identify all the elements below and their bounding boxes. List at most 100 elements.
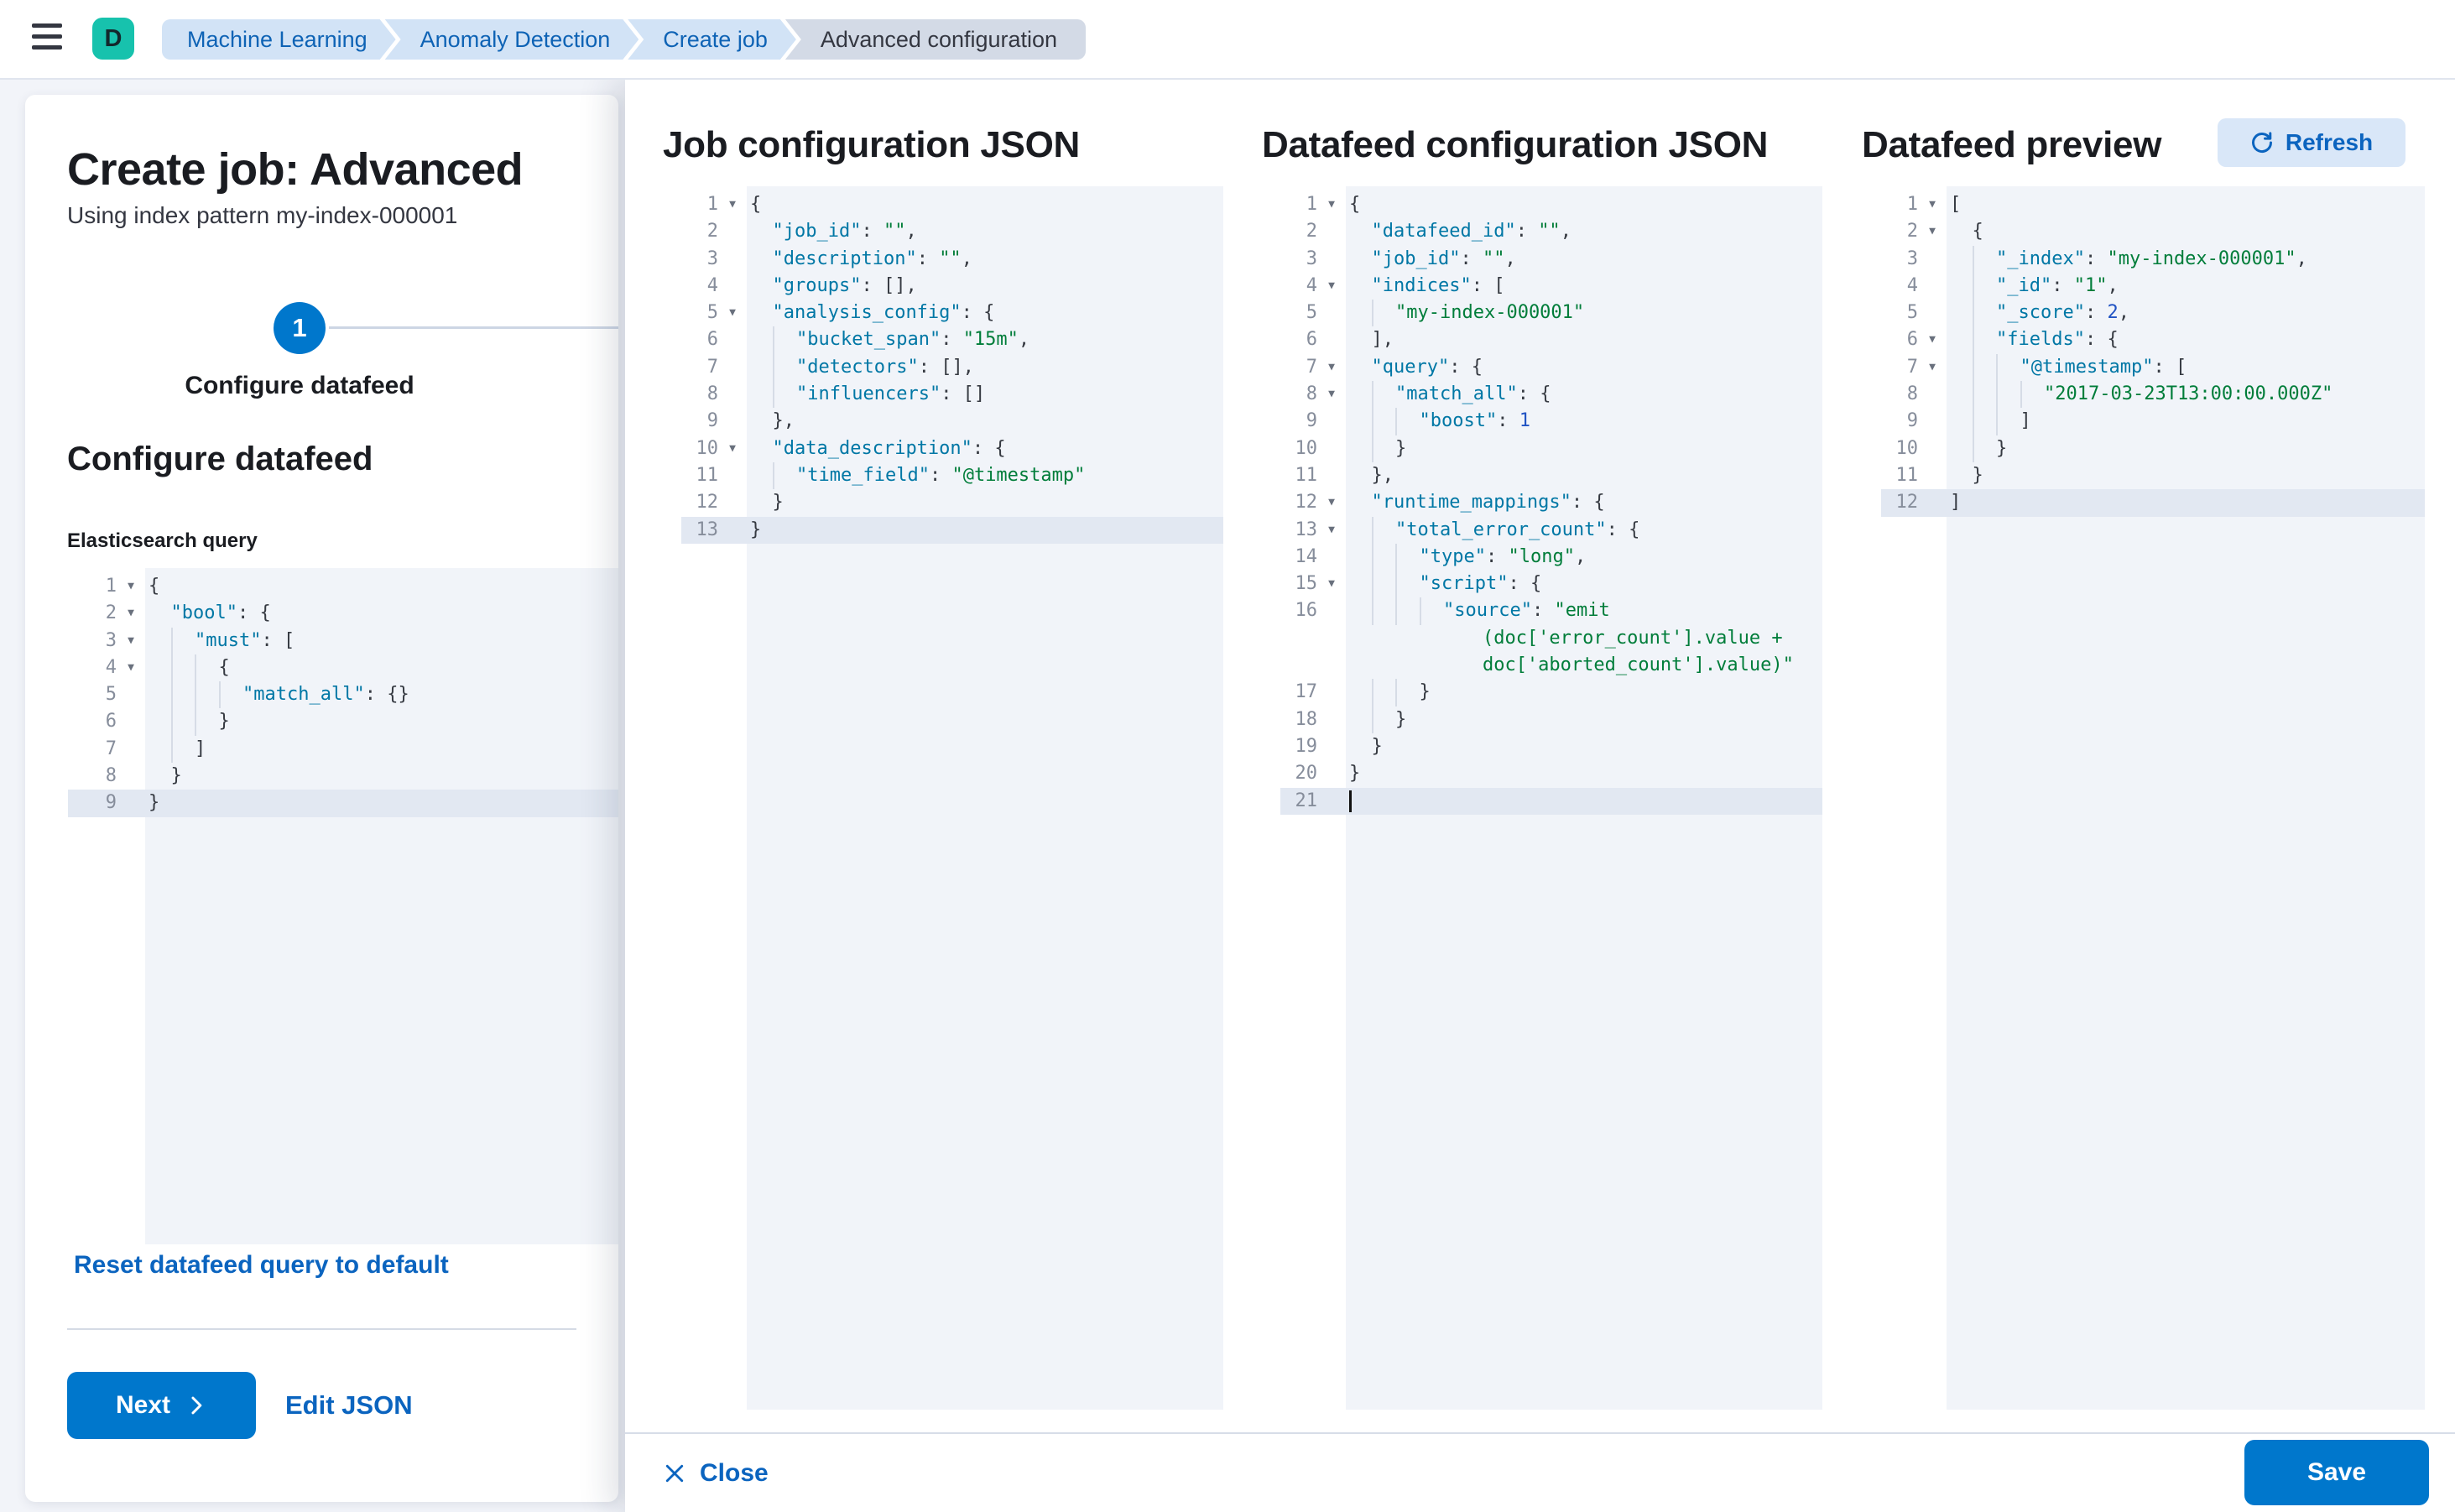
- next-button-label: Next: [115, 1391, 171, 1419]
- code-line[interactable]: 5 "_score": 2,: [1881, 300, 2425, 327]
- reset-datafeed-query-link[interactable]: Reset datafeed query to default: [74, 1251, 449, 1279]
- code-line[interactable]: 10 }: [1881, 435, 2425, 462]
- code-line[interactable]: 19 }: [1280, 733, 1822, 760]
- code-line[interactable]: 5 "match_all": {}: [68, 681, 618, 709]
- code-line[interactable]: 15▼ "script": {: [1280, 571, 1822, 598]
- fold-spacer: [1918, 462, 1947, 489]
- code-line[interactable]: 3 "job_id": "",: [1280, 246, 1822, 273]
- code-line[interactable]: 10 }: [1280, 435, 1822, 462]
- code-line[interactable]: 8▼ "match_all": {: [1280, 381, 1822, 409]
- code-line[interactable]: 2▼ {: [1881, 218, 2425, 245]
- line-number: 16: [1295, 600, 1318, 622]
- code-line[interactable]: 9 "boost": 1: [1280, 408, 1822, 435]
- fold-arrow-icon[interactable]: ▼: [1929, 198, 1936, 211]
- fold-arrow-icon[interactable]: ▼: [1929, 360, 1936, 373]
- code-line[interactable]: 4▼ "indices": [: [1280, 273, 1822, 300]
- fold-spacer: [1317, 462, 1346, 489]
- code-line[interactable]: 21: [1280, 787, 1822, 815]
- code-line[interactable]: 9}: [68, 790, 618, 817]
- code-line[interactable]: 5▼ "analysis_config": {: [681, 300, 1223, 326]
- edit-json-button[interactable]: Edit JSON: [285, 1390, 413, 1420]
- code-line[interactable]: 6▼ "fields": {: [1881, 326, 2425, 354]
- code-line[interactable]: 12 }: [681, 489, 1223, 516]
- fold-spacer: [1918, 300, 1947, 326]
- menu-hamburger-icon[interactable]: [32, 23, 65, 57]
- code-line[interactable]: 5 "my-index-000001": [1280, 300, 1822, 327]
- elasticsearch-query-label: Elasticsearch query: [67, 529, 258, 552]
- code-line[interactable]: 4 "_id": "1",: [1881, 272, 2425, 300]
- fold-arrow-icon[interactable]: ▼: [128, 633, 134, 647]
- code-line[interactable]: 2▼ "bool": {: [68, 600, 618, 627]
- code-line[interactable]: 6 "bucket_span": "15m",: [681, 326, 1223, 354]
- code-line[interactable]: 16 "source": "emit: [1280, 597, 1822, 625]
- fold-arrow-icon[interactable]: ▼: [1328, 279, 1335, 292]
- fold-arrow-icon[interactable]: ▼: [729, 441, 736, 455]
- code-line[interactable]: 3 "description": "",: [681, 246, 1223, 273]
- code-line[interactable]: 18 }: [1280, 706, 1822, 733]
- code-line[interactable]: 8 "influencers": []: [681, 381, 1223, 409]
- code-line[interactable]: 2 "datafeed_id": "",: [1280, 218, 1822, 245]
- next-button[interactable]: Next: [67, 1372, 256, 1439]
- code-line[interactable]: 9 },: [681, 408, 1223, 435]
- code-line[interactable]: 7 "detectors": [],: [681, 353, 1223, 382]
- code-line[interactable]: 13▼ "total_error_count": {: [1280, 516, 1822, 544]
- fold-arrow-icon[interactable]: ▼: [1328, 523, 1335, 536]
- fold-arrow-icon[interactable]: ▼: [128, 660, 134, 674]
- close-button[interactable]: Close: [663, 1434, 769, 1512]
- code-line[interactable]: 1▼{: [1280, 191, 1822, 218]
- fold-arrow-icon[interactable]: ▼: [1328, 577, 1335, 591]
- datafeed-configuration-json-editor[interactable]: 1▼{2 "datafeed_id": "",3 "job_id": "",4▼…: [1280, 186, 1822, 1410]
- code-line[interactable]: 8 "2017-03-23T13:00:00.000Z": [1881, 381, 2425, 409]
- job-configuration-json-editor[interactable]: 1▼{2 "job_id": "",3 "description": "",4 …: [681, 186, 1223, 1410]
- code-line[interactable]: 11 },: [1280, 462, 1822, 489]
- breadcrumb-anomaly-detection[interactable]: Anomaly Detection: [385, 19, 639, 60]
- breadcrumb-create-job[interactable]: Create job: [628, 19, 796, 60]
- code-line[interactable]: (doc['error_count'].value +: [1280, 625, 1822, 652]
- code-line[interactable]: 4▼ {: [68, 654, 618, 682]
- code-line[interactable]: doc['aborted_count'].value)": [1280, 652, 1822, 679]
- fold-arrow-icon[interactable]: ▼: [1328, 198, 1335, 211]
- elasticsearch-query-editor[interactable]: 1▼{2▼ "bool": {3▼ "must": [4▼ {5 "match_…: [68, 568, 618, 1244]
- code-line[interactable]: 20}: [1280, 760, 1822, 787]
- code-line[interactable]: 11 }: [1881, 462, 2425, 489]
- code-line[interactable]: 7▼ "@timestamp": [: [1881, 353, 2425, 382]
- fold-arrow-icon[interactable]: ▼: [1929, 225, 1936, 238]
- fold-arrow-icon[interactable]: ▼: [729, 306, 736, 320]
- save-button[interactable]: Save: [2244, 1440, 2429, 1505]
- code-line[interactable]: 7 ]: [68, 735, 618, 764]
- line-number: 21: [1295, 790, 1318, 811]
- breadcrumb-machine-learning[interactable]: Machine Learning: [162, 19, 396, 60]
- code-line[interactable]: 13}: [681, 516, 1223, 544]
- code-line[interactable]: 12▼ "runtime_mappings": {: [1280, 489, 1822, 516]
- deployment-avatar[interactable]: D: [92, 18, 134, 60]
- code-line[interactable]: 10▼ "data_description": {: [681, 435, 1223, 462]
- code-line[interactable]: 14 "type": "long",: [1280, 543, 1822, 571]
- code-line[interactable]: 3 "_index": "my-index-000001",: [1881, 245, 2425, 273]
- line-number: 6: [1906, 329, 1918, 351]
- code-line[interactable]: 11 "time_field": "@timestamp": [681, 461, 1223, 490]
- fold-arrow-icon[interactable]: ▼: [1328, 360, 1335, 373]
- refresh-button[interactable]: Refresh: [2218, 118, 2405, 167]
- code-line[interactable]: 2 "job_id": "",: [681, 218, 1223, 245]
- line-number: 2: [105, 602, 117, 624]
- fold-arrow-icon[interactable]: ▼: [128, 607, 134, 620]
- code-line[interactable]: 7▼ "query": {: [1280, 354, 1822, 381]
- code-line[interactable]: 8 }: [68, 763, 618, 790]
- code-line[interactable]: 12]: [1881, 489, 2425, 517]
- fold-arrow-icon[interactable]: ▼: [128, 580, 134, 592]
- code-line[interactable]: 9 ]: [1881, 408, 2425, 435]
- code-line[interactable]: 6 ],: [1280, 326, 1822, 353]
- code-line[interactable]: 1▼{: [68, 573, 618, 600]
- datafeed-preview-editor[interactable]: 1▼[2▼ {3 "_index": "my-index-000001",4 "…: [1881, 186, 2425, 1410]
- fold-arrow-icon[interactable]: ▼: [1328, 388, 1335, 401]
- fold-arrow-icon[interactable]: ▼: [729, 198, 736, 211]
- code-line[interactable]: 1▼{: [681, 191, 1223, 218]
- code-line[interactable]: 1▼[: [1881, 191, 2425, 218]
- code-line[interactable]: 3▼ "must": [: [68, 627, 618, 654]
- step-1-indicator[interactable]: 1: [274, 302, 326, 354]
- code-line[interactable]: 17 }: [1280, 679, 1822, 706]
- fold-arrow-icon[interactable]: ▼: [1929, 333, 1936, 347]
- code-line[interactable]: 6 }: [68, 708, 618, 736]
- code-line[interactable]: 4 "groups": [],: [681, 273, 1223, 300]
- fold-arrow-icon[interactable]: ▼: [1328, 496, 1335, 509]
